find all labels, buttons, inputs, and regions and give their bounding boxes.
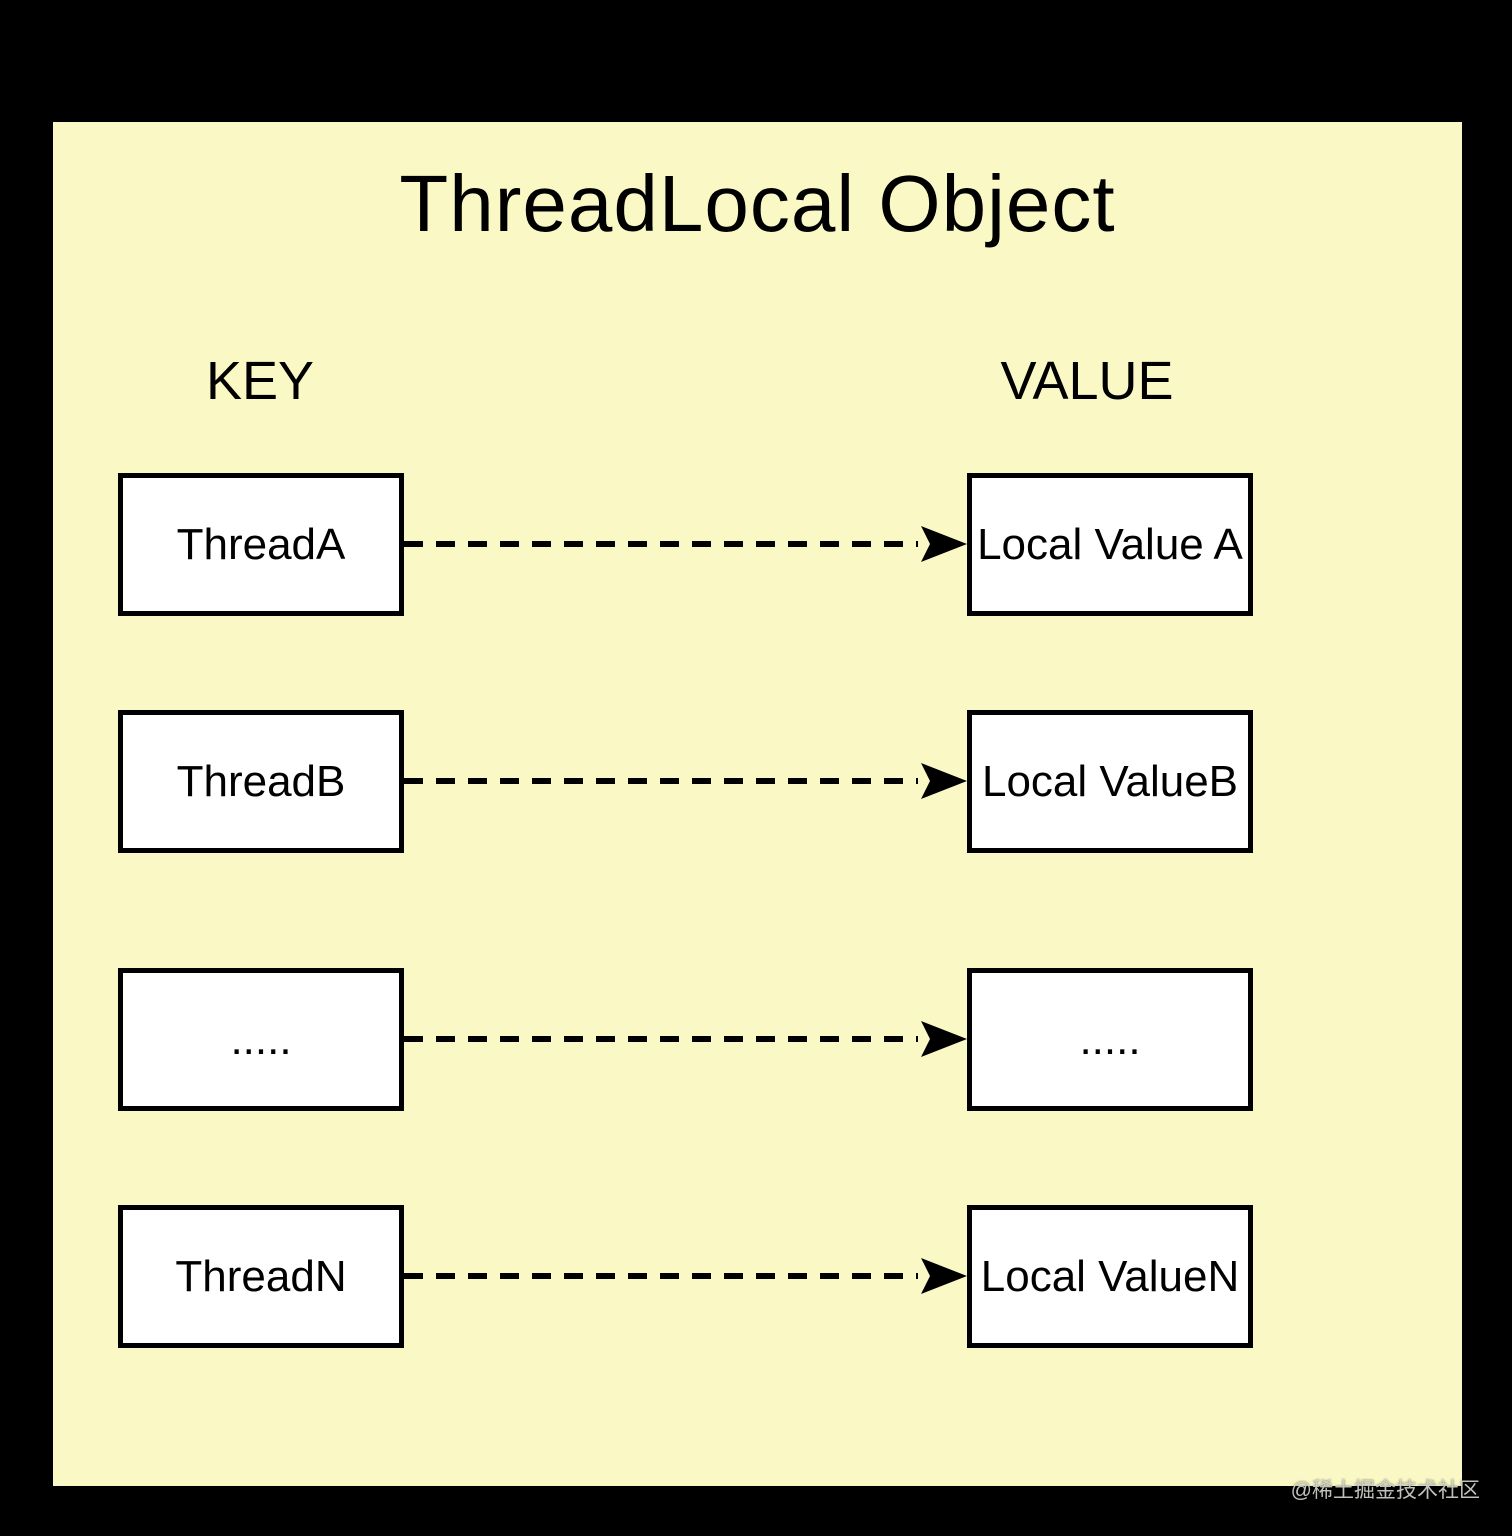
value-box: Local Value A xyxy=(967,473,1253,616)
key-column-label: KEY xyxy=(205,351,315,411)
mapping-row: ThreadB Local ValueB xyxy=(53,710,1462,853)
dashed-arrow xyxy=(404,1021,967,1057)
dashed-arrow xyxy=(404,526,967,562)
mapping-row: ..... ..... xyxy=(53,968,1462,1111)
dashed-arrow xyxy=(404,1258,967,1294)
mapping-row: ThreadN Local ValueN xyxy=(53,1205,1462,1348)
threadlocal-panel: ThreadLocal Object KEY VALUE ThreadA Loc… xyxy=(53,122,1462,1486)
value-box: Local ValueN xyxy=(967,1205,1253,1348)
key-box: ThreadB xyxy=(118,710,404,853)
mapping-row: ThreadA Local Value A xyxy=(53,473,1462,616)
watermark: @稀土掘金技术社区 xyxy=(1290,1479,1480,1502)
dashed-arrow xyxy=(404,763,967,799)
diagram-title: ThreadLocal Object xyxy=(399,159,1116,248)
key-box: ThreadN xyxy=(118,1205,404,1348)
value-box: ..... xyxy=(967,968,1253,1111)
value-column-label: VALUE xyxy=(1000,351,1174,411)
value-box: Local ValueB xyxy=(967,710,1253,853)
key-box: ThreadA xyxy=(118,473,404,616)
key-box: ..... xyxy=(118,968,404,1111)
